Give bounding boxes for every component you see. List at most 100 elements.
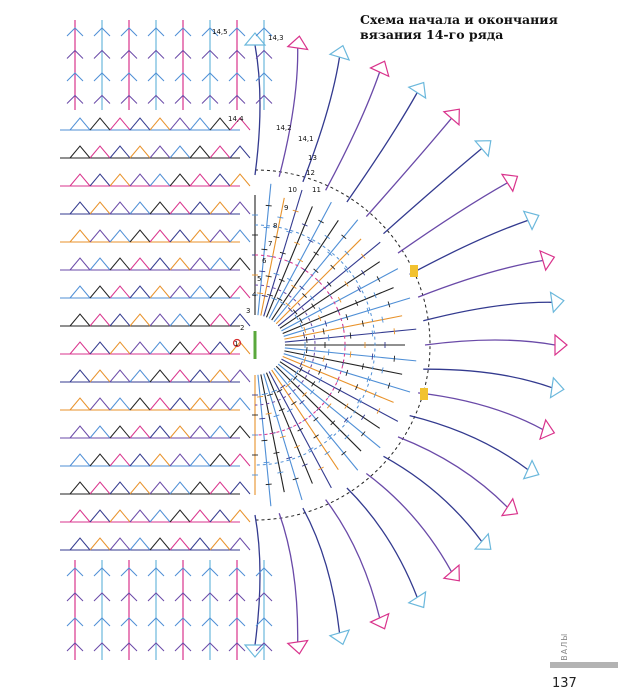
stitch-tick bbox=[307, 239, 314, 243]
stitch-tick bbox=[259, 417, 266, 420]
stitch-tick bbox=[265, 275, 272, 278]
stitch-ring bbox=[254, 254, 346, 436]
row-label-6: 6 bbox=[262, 257, 267, 265]
stitch-tick bbox=[344, 434, 350, 440]
chain-arch bbox=[109, 145, 131, 159]
fan-column-motif bbox=[120, 27, 138, 37]
chain-arch bbox=[209, 369, 231, 383]
chain-arch bbox=[109, 397, 131, 411]
chart-caption: Схема начала и окончания вязания 14-го р… bbox=[360, 12, 590, 42]
stitch-tick bbox=[344, 250, 350, 256]
fan-column-motif bbox=[228, 592, 246, 602]
stitch-tick bbox=[257, 396, 264, 398]
stitch-tick bbox=[311, 303, 316, 309]
chain-arch bbox=[229, 257, 251, 271]
fan-column-motif bbox=[201, 617, 219, 627]
chain-arch bbox=[189, 173, 211, 187]
chain-arch bbox=[209, 453, 231, 467]
fan-motif bbox=[369, 60, 390, 78]
stitch-tick bbox=[303, 357, 307, 364]
chain-arch bbox=[69, 425, 91, 439]
stitch-tick bbox=[259, 270, 266, 273]
chain-arch bbox=[109, 537, 131, 551]
stitch-tick bbox=[299, 285, 305, 291]
chain-arch bbox=[209, 145, 231, 159]
stitch-tick bbox=[381, 316, 384, 323]
fan-column-motif bbox=[93, 72, 111, 82]
stitch-tick bbox=[287, 408, 293, 413]
yellow-marker bbox=[420, 388, 428, 400]
chain-arch bbox=[89, 509, 111, 523]
stitch-tick bbox=[265, 204, 272, 207]
chain-arch bbox=[169, 509, 191, 523]
chain-arch bbox=[169, 229, 191, 243]
fan-column-motif bbox=[66, 642, 84, 652]
fan-chain bbox=[417, 259, 543, 298]
fan-chain bbox=[397, 436, 508, 508]
stitch-tick bbox=[267, 393, 274, 397]
fan-column-motif bbox=[66, 592, 84, 602]
chain-arch bbox=[169, 257, 191, 271]
chain-arch bbox=[69, 173, 91, 187]
fan-column-motif bbox=[66, 617, 84, 627]
chain-arch bbox=[129, 453, 151, 467]
chain-arch bbox=[69, 313, 91, 327]
chain-arch bbox=[169, 285, 191, 299]
chain-arch bbox=[189, 229, 211, 243]
chain-arch bbox=[189, 117, 211, 131]
fan-motif bbox=[473, 532, 492, 550]
fan-column-motif bbox=[147, 617, 165, 627]
stitch-tick bbox=[318, 219, 324, 224]
chain-arch bbox=[89, 425, 111, 439]
stitch-tick bbox=[318, 307, 323, 313]
chain-arch bbox=[129, 537, 151, 551]
fan-column-motif bbox=[120, 642, 138, 652]
stitch-tick bbox=[299, 361, 303, 368]
fan-column-motif bbox=[174, 617, 192, 627]
stitch-tick bbox=[301, 223, 308, 227]
stitch-tick bbox=[294, 314, 299, 320]
fan-chain bbox=[325, 499, 381, 619]
fan-chain bbox=[254, 514, 261, 646]
fan-chain bbox=[409, 414, 529, 471]
chain-arch bbox=[169, 453, 191, 467]
stitch-tick bbox=[318, 315, 322, 322]
stitch-tick bbox=[313, 416, 319, 422]
stitch-tick bbox=[287, 277, 293, 282]
chain-arch bbox=[209, 481, 231, 495]
stitch-tick bbox=[302, 392, 307, 397]
stitch-tick bbox=[341, 450, 347, 456]
stitch-tick bbox=[324, 320, 328, 327]
chain-arch bbox=[169, 145, 191, 159]
fan-chain bbox=[424, 339, 556, 346]
chain-arch bbox=[169, 369, 191, 383]
row-label-14-2: 14,2 bbox=[276, 124, 292, 132]
chain-arch bbox=[209, 117, 231, 131]
chain-arch bbox=[109, 285, 131, 299]
fan-column-motif bbox=[255, 72, 273, 82]
stitch-tick bbox=[355, 299, 359, 306]
fan-column-motif bbox=[255, 49, 273, 59]
fan-motif bbox=[473, 140, 492, 158]
fan-column-motif bbox=[228, 72, 246, 82]
chain-arch bbox=[209, 201, 231, 215]
stitch-tick bbox=[341, 234, 347, 240]
chain-arch bbox=[89, 257, 111, 271]
stitch-tick bbox=[357, 397, 361, 404]
stitch-tick bbox=[324, 451, 330, 456]
chain-arch bbox=[89, 117, 111, 131]
stitch-tick bbox=[265, 412, 272, 415]
stitch-tick bbox=[261, 393, 268, 396]
chain-arch bbox=[169, 341, 191, 355]
stitch-tick bbox=[279, 435, 286, 439]
stitch-tick bbox=[376, 408, 381, 414]
chain-arch bbox=[209, 341, 231, 355]
fan-motif bbox=[500, 173, 519, 193]
chain-arch bbox=[149, 481, 171, 495]
chain-arch bbox=[109, 341, 131, 355]
stitch-tick bbox=[303, 351, 306, 358]
stitch-tick bbox=[278, 408, 285, 412]
row-label-13: 13 bbox=[308, 154, 317, 162]
chain-arch bbox=[69, 369, 91, 383]
